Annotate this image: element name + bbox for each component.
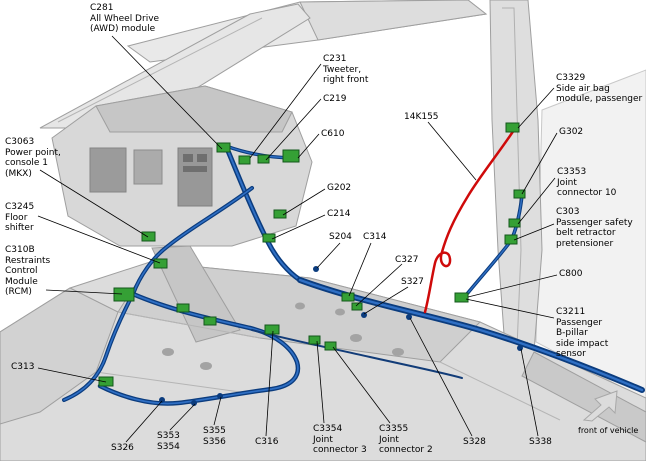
leader-lines bbox=[37, 35, 558, 443]
leader-c219 bbox=[265, 98, 322, 161]
connectors bbox=[98, 122, 526, 387]
leader-c3353 bbox=[517, 177, 556, 225]
leader-c610 bbox=[297, 133, 320, 159]
leader-s353-s354 bbox=[169, 403, 196, 431]
leader-s338 bbox=[520, 348, 539, 437]
connector-c3245 bbox=[153, 258, 168, 269]
main-harness bbox=[62, 143, 645, 406]
connector-c310b bbox=[113, 287, 135, 302]
connector-c313 bbox=[98, 376, 114, 387]
splice-s328 bbox=[406, 314, 412, 320]
connector-c610 bbox=[282, 149, 300, 163]
connector-c3353 bbox=[508, 218, 521, 228]
leader-c3329 bbox=[517, 87, 555, 129]
leader-c310b bbox=[45, 289, 123, 295]
leader-g202 bbox=[282, 188, 326, 216]
connector-c3211 bbox=[454, 292, 469, 303]
connector-c281 bbox=[216, 142, 231, 153]
connector-c3063 bbox=[141, 231, 156, 242]
leader-c281 bbox=[111, 35, 223, 150]
connector-c327 bbox=[351, 302, 363, 311]
airbag-wire-14K155 bbox=[423, 128, 516, 314]
leader-c327 bbox=[355, 263, 403, 307]
connector-c219 bbox=[257, 154, 270, 164]
leader-14k155 bbox=[427, 121, 477, 181]
leader-c3355 bbox=[332, 346, 391, 424]
leader-c800 bbox=[467, 274, 558, 298]
connector-aux-1 bbox=[176, 303, 190, 313]
splice-s353-s354 bbox=[191, 400, 197, 406]
leader-s328 bbox=[409, 317, 473, 437]
connector-c231 bbox=[238, 155, 251, 165]
connector-g302 bbox=[513, 189, 526, 199]
leader-s355-s356 bbox=[213, 396, 222, 426]
leader-c314 bbox=[348, 242, 372, 297]
leader-c313 bbox=[37, 367, 107, 383]
connector-g202 bbox=[273, 209, 287, 219]
leader-c3211 bbox=[465, 298, 555, 319]
leader-s326 bbox=[125, 400, 163, 443]
connector-c3355 bbox=[324, 341, 337, 351]
leader-c214 bbox=[271, 214, 326, 240]
leader-g302 bbox=[521, 132, 558, 195]
leader-s204 bbox=[316, 242, 341, 269]
connector-c316 bbox=[264, 324, 280, 335]
connector-c3329 bbox=[505, 122, 520, 133]
splice-s338 bbox=[517, 345, 523, 351]
connector-aux-2 bbox=[203, 316, 217, 326]
splice-s355-s356 bbox=[217, 393, 223, 399]
leader-c231 bbox=[249, 63, 322, 159]
leader-s327 bbox=[363, 286, 409, 315]
leader-c3245 bbox=[37, 215, 161, 264]
leader-c3354 bbox=[316, 340, 325, 424]
connector-c314 bbox=[341, 292, 355, 302]
leader-c316 bbox=[265, 330, 274, 437]
front-of-vehicle-arrow-icon bbox=[582, 390, 618, 422]
connector-c303 bbox=[504, 234, 518, 245]
splice-s326 bbox=[159, 397, 165, 403]
connector-c3354 bbox=[308, 335, 321, 345]
leader-c3063 bbox=[39, 169, 149, 238]
leader-c303 bbox=[513, 223, 555, 241]
connector-c214 bbox=[262, 233, 276, 243]
